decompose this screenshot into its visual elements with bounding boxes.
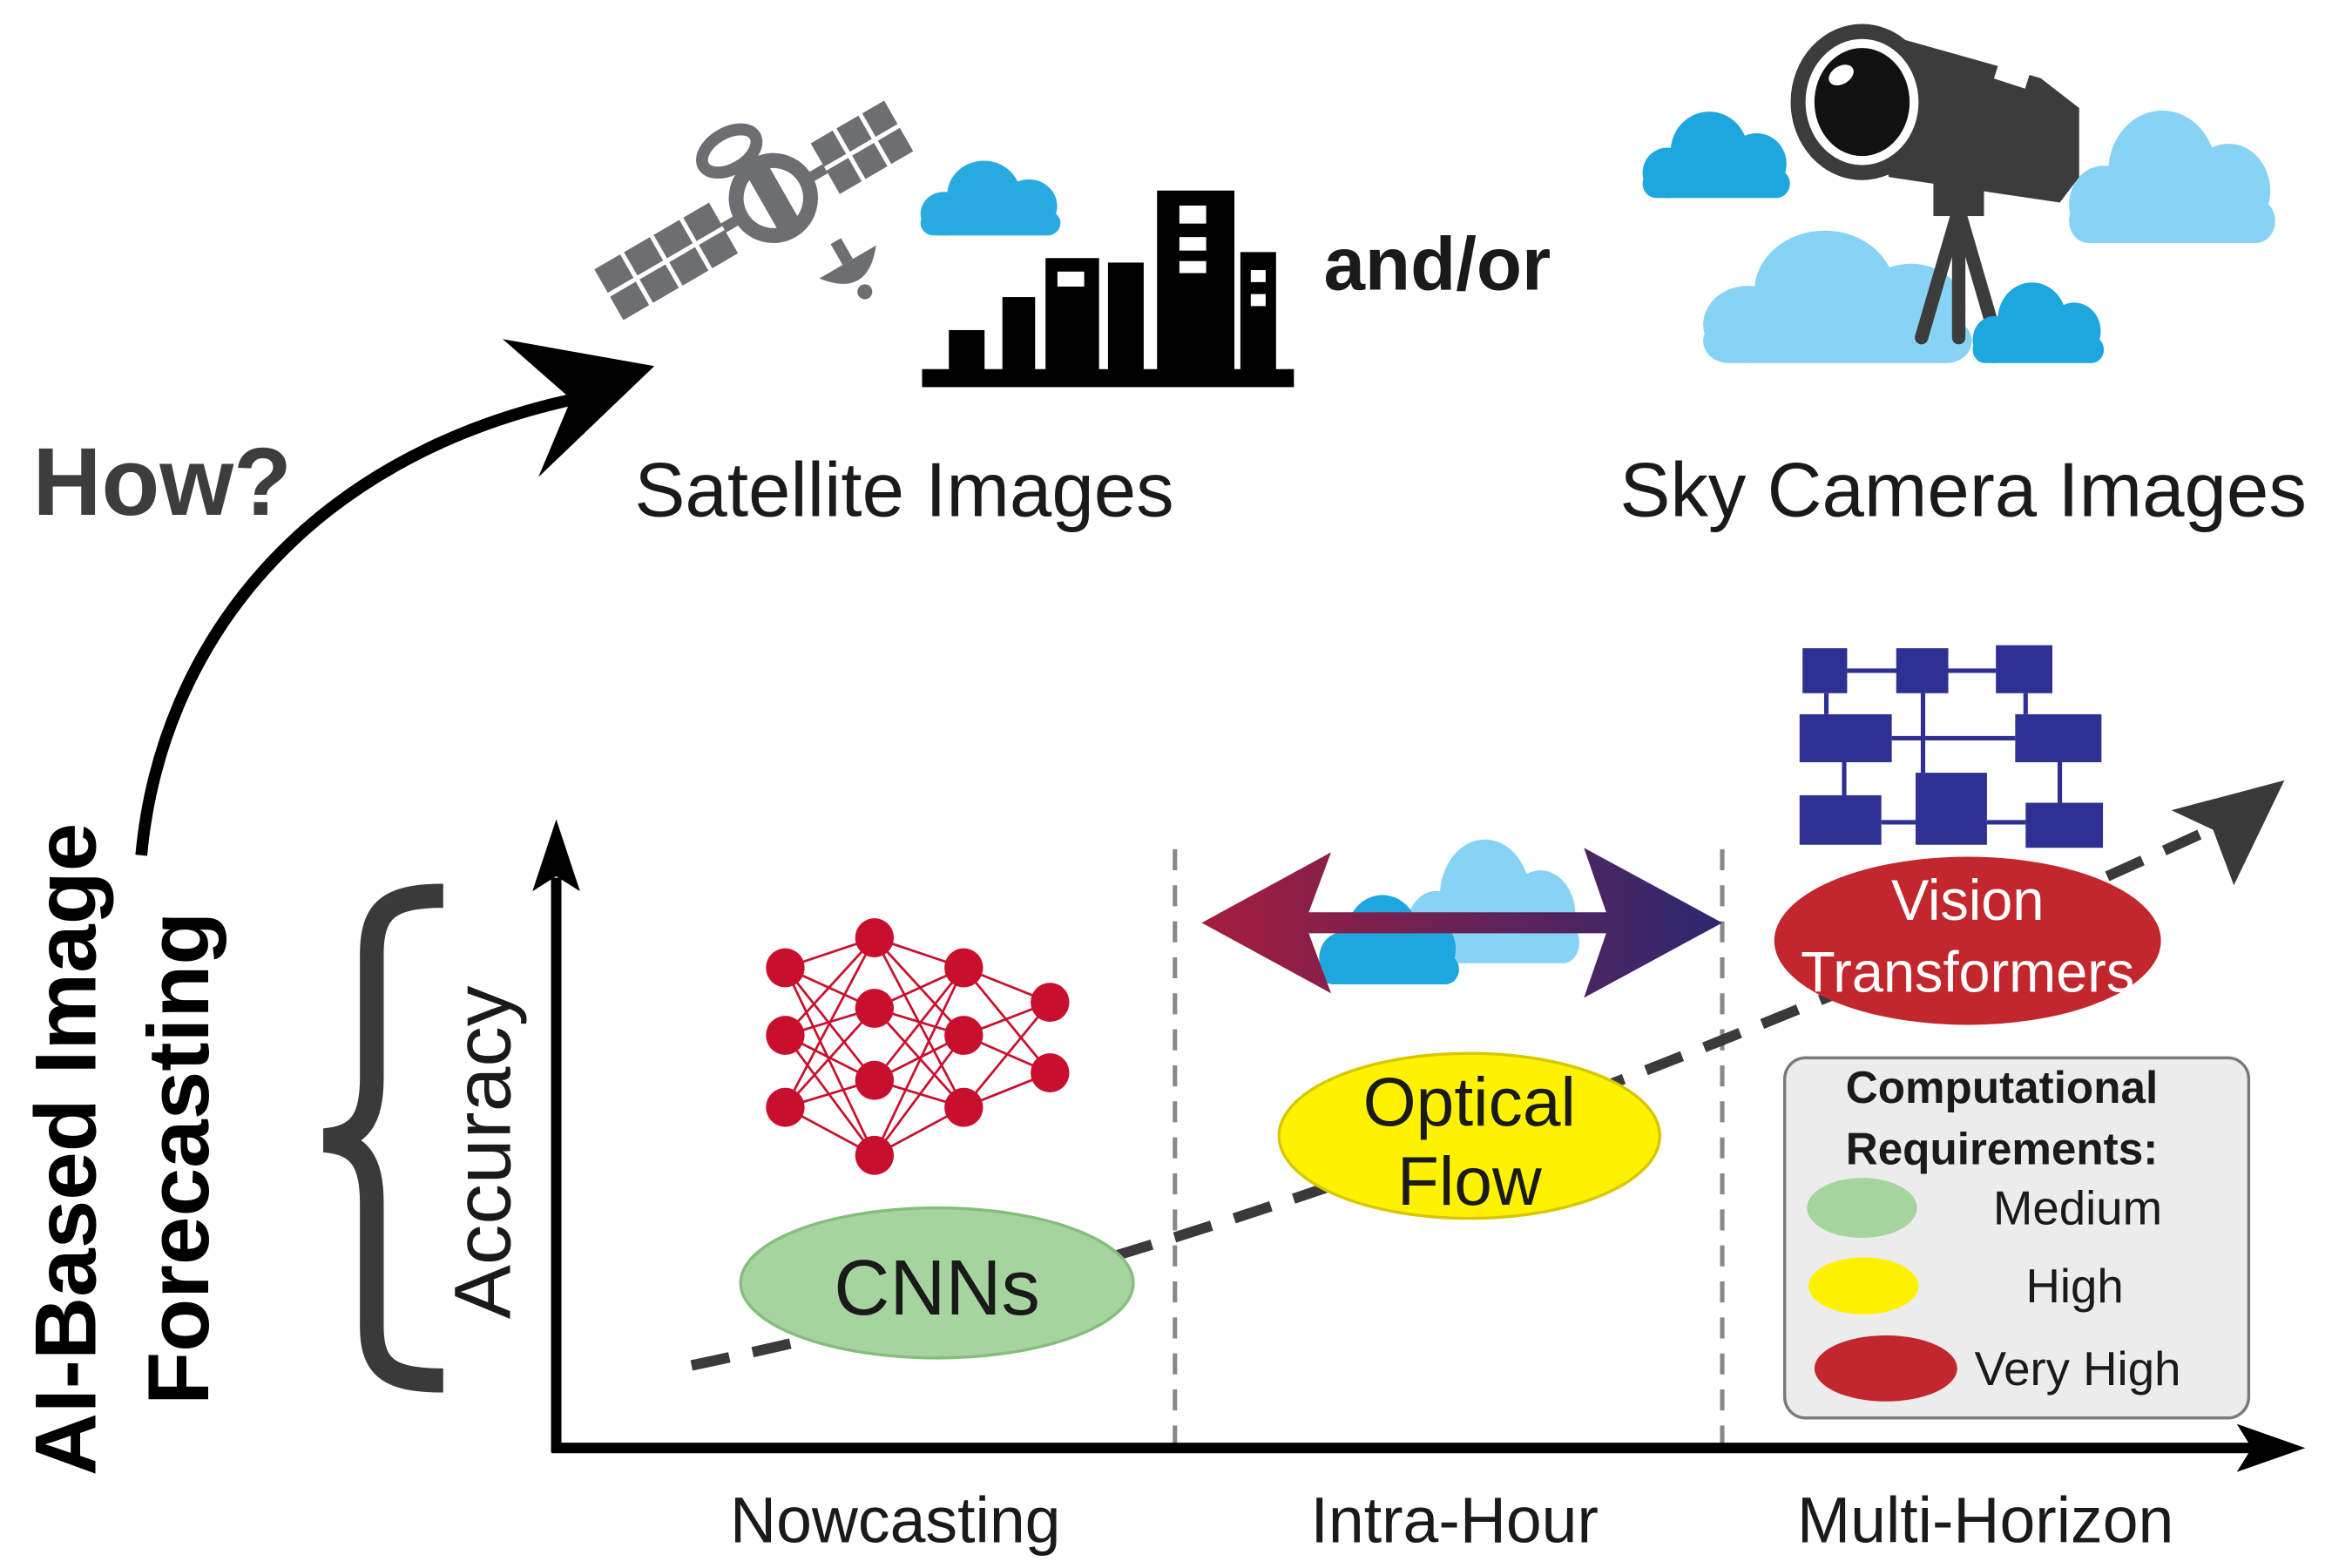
how-label: How? [33,429,292,536]
computational-requirements-legend: Computational Requirements: Medium High … [1783,1056,2251,1420]
sky-camera-icon [1790,24,2079,345]
satellite-dish [819,238,876,300]
legend-swatch-high [1808,1257,1919,1315]
x-axis-arrowhead [2236,1423,2306,1472]
legend-title-line1: Computational [1846,1062,2158,1112]
neural-edge [873,967,965,1082]
network-block [1799,794,1882,845]
satellite-body [747,166,799,231]
neural-node [1031,1053,1070,1092]
double-headed-arrow [1201,848,1723,998]
neural-node [855,1135,895,1175]
trend-arrowhead [2171,780,2285,886]
network-block [1896,648,1949,693]
side-title-line1: AI-Based Image [18,823,115,1476]
x-axis-label-multi-horizon: Multi-Horizon [1797,1484,2173,1556]
cloud-icon [2069,110,2275,244]
solar-panel-left [594,202,739,321]
neural-edge [873,936,965,1037]
optical-flow-method-ellipse [1277,1051,1662,1220]
neural-node [766,1016,805,1055]
x-axis [551,1423,2306,1472]
neural-network-icon [766,918,1070,1175]
connector-and-or: and/or [1323,222,1551,306]
network-block [2025,802,2104,848]
solar-panel-right [810,100,914,194]
neural-edge [784,1007,875,1109]
legend-box [1783,1056,2251,1420]
neural-node [766,948,805,988]
satellite-antenna-ring [696,123,763,179]
satellite-images-label: Satellite Images [634,447,1173,532]
neural-node [855,1060,895,1100]
legend-label-medium: Medium [1993,1180,2162,1234]
neural-edge [963,1001,1051,1109]
legend-title-line2: Requirements: [1846,1123,2159,1173]
how-arrow [135,339,655,856]
neural-edge [873,1034,965,1157]
sky-camera-images-label: Sky Camera Images [1619,447,2307,532]
network-blocks-icon [1799,645,2104,848]
legend-swatch-very-high [1814,1335,1957,1402]
x-axis-label-intra-hour: Intra-Hour [1310,1484,1598,1556]
building-windows [1057,205,1266,307]
camera-lens [1814,48,1910,157]
cloud-icon [1972,282,2105,363]
satellite-icon [594,100,914,321]
vision-transformers-method-ellipse [1774,856,2161,1025]
neural-edge [784,936,876,1108]
curly-brace [322,883,443,1393]
neural-edge [873,967,965,1156]
camera-lens-highlight [1828,64,1854,85]
neural-node [1031,983,1070,1023]
neural-node [766,1087,805,1127]
neural-node [944,1016,983,1055]
neural-edge [963,967,1051,1074]
neural-edge [784,936,875,1037]
cloud-icon [1642,112,1790,199]
cnn-method-label: CNNs [834,1244,1040,1331]
cnn-method-ellipse [739,1206,1135,1360]
network-block [1915,773,1987,845]
cloud-motion-arrow-icon [1201,839,1723,998]
how-arrowhead [503,339,655,477]
neural-node [944,1087,983,1127]
network-block [1802,648,1848,693]
y-axis-arrowhead [532,819,580,892]
legend-swatch-medium [1807,1178,1917,1239]
how-arrow-shaft [135,393,576,856]
legend-label-high: High [2025,1259,2123,1313]
vision-transformers-label-line2: Transformers [1801,940,2134,1004]
city-skyline-icon [922,190,1294,388]
optical-flow-label-line1: Optical [1363,1064,1576,1140]
network-block [1799,713,1892,763]
neural-node [855,918,895,957]
y-axis [532,819,580,1453]
neural-edge [784,967,876,1156]
satellite-body-ring [728,152,818,244]
network-block [1996,645,2053,693]
neural-node [944,948,983,988]
x-axis-label-nowcasting: Nowcasting [730,1484,1060,1556]
y-axis-label: Accuracy [437,985,528,1319]
legend-label-very-high: Very High [1975,1342,2181,1396]
optical-flow-label-line2: Flow [1397,1143,1543,1220]
vision-transformers-label-line1: Vision [1891,868,2045,932]
neural-edge [784,1034,875,1157]
camera-shutter [1993,61,2031,89]
cloud-icon [920,160,1061,236]
neural-node [855,989,895,1028]
side-title-line2: Forecasting [131,912,227,1405]
network-block [2015,713,2102,763]
camera-tripod [1915,203,2003,345]
